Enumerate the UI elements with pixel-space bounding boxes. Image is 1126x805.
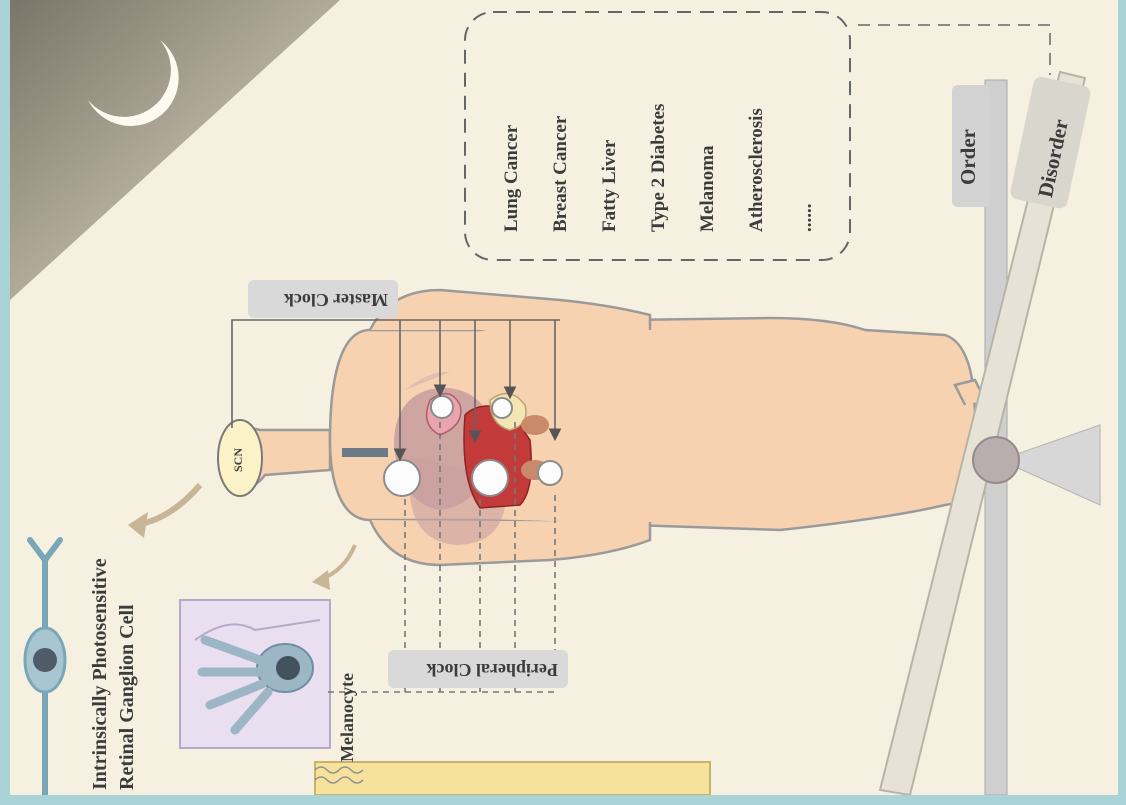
trachea — [342, 448, 388, 457]
peripheral-clock-label: Peripheral Clock — [427, 661, 558, 679]
night-sky — [10, 0, 340, 300]
disease-item: ...... — [796, 204, 815, 233]
human-body — [222, 290, 985, 565]
ganglion-cell-illustration — [25, 540, 65, 795]
kidney-left — [521, 415, 549, 435]
scn-label: SCN — [232, 448, 244, 472]
order-label: Order — [958, 129, 979, 185]
melanocyte-illustration — [180, 600, 330, 748]
diagram-panel: Intrinsically Photosensitive Retinal Gan… — [10, 0, 1118, 795]
disease-item: Melanoma — [698, 145, 717, 232]
disease-item: Type 2 Diabetes — [649, 104, 668, 232]
melanocyte-label: Melanocyte — [338, 673, 356, 762]
membrane-strip — [315, 762, 710, 795]
ganglion-label-line1: Intrinsically Photosensitive — [90, 558, 110, 790]
disease-item: Fatty Liver — [600, 140, 619, 232]
master-clock-label: Master Clock — [284, 291, 388, 309]
disease-box-link — [858, 25, 1050, 75]
disease-item: Atherosclerosis — [747, 108, 766, 232]
ganglion-label-line2: Retinal Ganglion Cell — [117, 604, 137, 790]
disease-item: Breast Cancer — [551, 116, 570, 232]
disease-item: Lung Cancer — [502, 125, 521, 232]
